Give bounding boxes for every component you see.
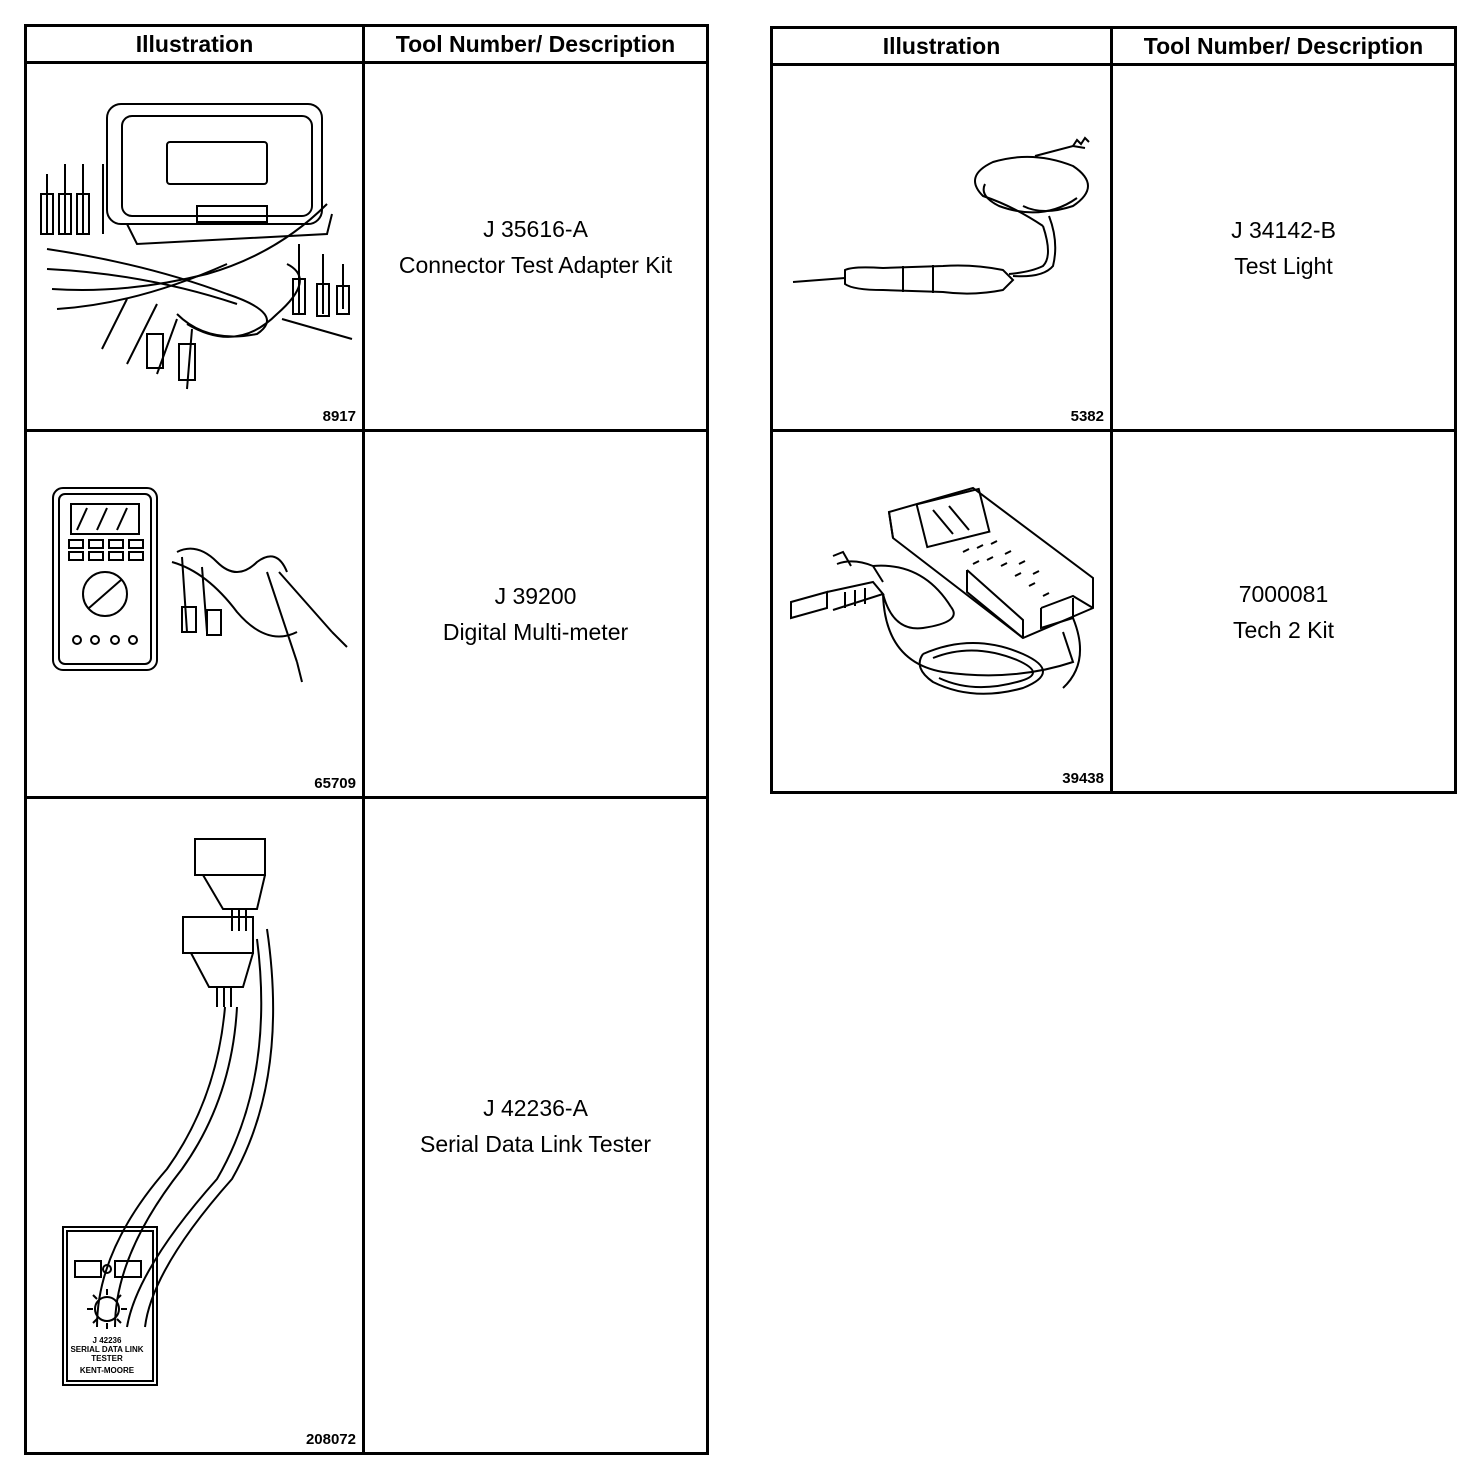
left-tool-table: Illustration Tool Number/ Description [24, 24, 709, 1455]
description-cell: J 42236-A Serial Data Link Tester [362, 796, 709, 1455]
table-row: 8917 J 35616-A Connector Test Adapter Ki… [24, 61, 709, 432]
header-illustration: Illustration [24, 24, 365, 64]
tool-description: Test Light [1234, 252, 1333, 279]
illustration-cell: 5382 [770, 63, 1113, 432]
tool-description: Connector Test Adapter Kit [398, 251, 673, 278]
table-row: 5382 J 34142-B Test Light [770, 63, 1457, 432]
header-tool-number: Tool Number/ Description [362, 24, 709, 64]
illustration-cell: 39438 [770, 429, 1113, 794]
tool-description: Digital Multi-meter [442, 619, 629, 645]
tool-number: J 34142-B [1231, 216, 1336, 243]
table-row: 65709 J 39200 Digital Multi-meter [24, 429, 709, 799]
tool-number: 7000081 [1238, 580, 1329, 607]
serial-data-link-tester-illustration: J 42236 SERIAL DATA LINK TESTER KENT-MOO… [62, 838, 275, 1386]
illustration-cell: J 42236 SERIAL DATA LINK TESTER KENT-MOO… [24, 796, 365, 1455]
device-label-name: SERIAL DATA LINK [70, 1345, 143, 1354]
header-tool-number: Tool Number/ Description [1110, 26, 1457, 66]
illustration-cell: 65709 [24, 429, 365, 799]
figure-number: 208072 [305, 1431, 356, 1448]
description-cell: J 35616-A Connector Test Adapter Kit [362, 61, 709, 432]
tool-number: J 35616-A [483, 215, 588, 242]
table-header-row: Illustration Tool Number/ Description [770, 26, 1457, 66]
tool-number: J 42236-A [483, 1094, 588, 1121]
right-tool-table: Illustration Tool Number/ Description 53… [770, 26, 1457, 794]
description-cell: 7000081 Tech 2 Kit [1110, 429, 1457, 794]
device-label-brand: KENT-MOORE [80, 1366, 135, 1375]
header-illustration: Illustration [770, 26, 1113, 66]
figure-number: 65709 [314, 775, 356, 792]
figure-number: 8917 [322, 408, 356, 425]
description-cell: J 34142-B Test Light [1110, 63, 1457, 432]
illustration-cell: 8917 [24, 61, 365, 432]
table-header-row: Illustration Tool Number/ Description [24, 24, 709, 64]
table-row: J 42236 SERIAL DATA LINK TESTER KENT-MOO… [24, 796, 709, 1455]
connector-test-adapter-kit-illustration [40, 103, 353, 390]
digital-multimeter-illustration [52, 487, 348, 683]
description-cell: J 39200 Digital Multi-meter [362, 429, 709, 799]
figure-number: 39438 [1062, 770, 1104, 787]
device-label-type: TESTER [91, 1354, 123, 1363]
tool-number: J 39200 [494, 583, 577, 609]
tool-description: Serial Data Link Tester [420, 1130, 651, 1157]
tool-description: Tech 2 Kit [1233, 616, 1334, 643]
test-light-illustration [792, 136, 1090, 295]
figure-number: 5382 [1070, 408, 1104, 425]
tech2-kit-illustration [790, 486, 1094, 695]
table-row: 39438 7000081 Tech 2 Kit [770, 429, 1457, 794]
device-label-model: J 42236 [93, 1336, 122, 1345]
